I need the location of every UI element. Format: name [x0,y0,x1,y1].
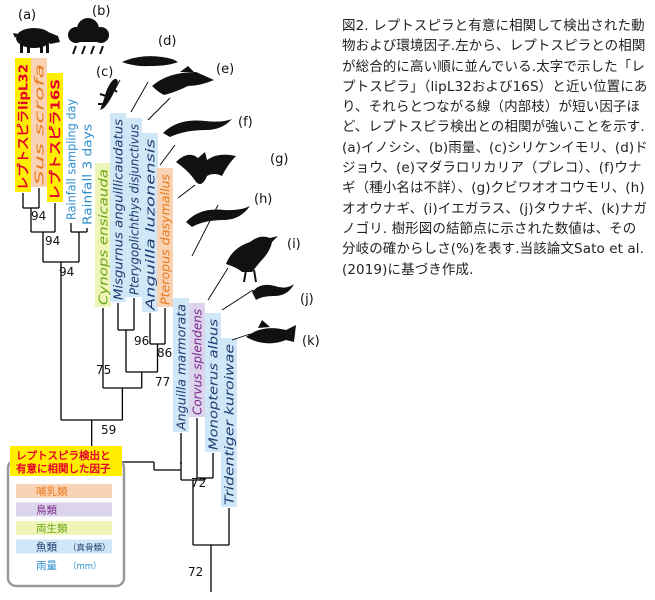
bootstrap-label: 94 [31,209,46,223]
bootstrap-label: 86 [157,346,172,360]
tip-label-bg [157,168,173,307]
tip-label-bg [31,58,47,187]
legend-swatch [16,484,112,498]
bootstrap-values: 94 94 94 75 96 86 77 59 72 72 [31,209,206,579]
bootstrap-label: 94 [59,265,74,279]
silhouette-letter: (d) [158,34,176,49]
legend-title-line1: レプトスピラ検出と [16,449,111,462]
swamp-eel-icon [252,284,294,300]
tip-label-bg [221,338,237,507]
legend-item: 哺乳類 [16,484,112,498]
tip-label: Rainfall 3 days [80,124,95,225]
legend-title-bg [10,446,122,476]
tip-label: レプトスピラlipL32 [16,64,31,190]
legend-item: 雨量 （mm） [36,560,102,572]
legend-label: 雨量 [36,560,57,572]
legend-item: 両生類 [16,521,112,535]
legend-note: （mm） [68,561,102,572]
tip-label: Monopterus albus [206,318,221,450]
bootstrap-label: 77 [155,375,170,389]
boar-icon [13,28,60,53]
tip-label: Tridentiger kuroiwae [222,344,237,505]
bootstrap-label: 94 [45,234,60,248]
tip-label-bg [205,313,221,452]
bootstrap-label: 59 [101,423,116,437]
legend-label: 鳥類 [36,504,57,517]
raincloud-icon [68,18,109,55]
tip-label: Pterygoplichthys disjunctivus [127,124,142,295]
legend-label: 哺乳類 [36,485,68,498]
bootstrap-label: 72 [188,565,203,579]
tip-label-bg [173,298,189,432]
tip-label-bg [189,303,205,417]
eel-icon [163,119,232,137]
silhouette-letter: (f) [238,115,253,130]
tip-label: Rainfall sampling day [64,98,79,220]
tip-label: Anguilla marmorata [174,304,189,431]
tip-label-bg [110,113,126,302]
bootstrap-label: 96 [134,334,149,348]
eel-icon [186,206,250,227]
crow-icon [226,236,278,283]
tip-label: Misgurnus anguillicaudatus [111,118,126,300]
newt-icon [98,78,118,110]
tip-label: Cynops ensicauda [96,169,111,305]
goby-icon [246,320,296,344]
silhouette-letter: (e) [216,62,234,77]
tip-label: Pteropus dasymallus [158,174,173,305]
bootstrap-label: 75 [96,363,111,377]
tip-label-bg [126,118,142,297]
tip-label-bg [142,133,158,312]
tip-label-bg [47,73,63,202]
legend-item: 魚類 （真骨類） [16,539,112,554]
silhouette-letter: (a) [18,8,36,23]
legend-title-line2: 有意に相関した因子 [16,462,111,475]
pleco-icon [152,66,214,95]
legend-swatch [16,521,112,535]
legend-label: 両生類 [36,522,68,535]
silhouette-letters: (a) (b) (c) (d) (e) (f) (g) (h) (i) (j) … [18,4,320,349]
tip-label-bg [95,163,111,307]
tip-label: Anguilla luzonensis [143,138,158,311]
silhouette-letter: (h) [254,192,272,207]
silhouette-letter: (j) [300,292,314,307]
tip-label: Sus scrofa [32,64,47,185]
figure-caption: 図2. レプトスピラと有意に相関して検出された動物および環境因子.左から、レプト… [342,18,649,278]
bootstrap-label: 72 [191,476,206,490]
silhouette-letter: (c) [96,65,113,80]
silhouettes [13,18,296,344]
tip-label-bg [15,58,31,192]
tip-label: レプトスピラ16S [48,79,63,200]
legend-swatch [16,502,112,517]
bat-icon [176,152,236,184]
legend-item: 鳥類 [16,502,112,517]
silhouette-letter: (b) [92,4,110,19]
silhouette-letter: (i) [287,237,301,252]
silhouette-letter: (g) [270,152,288,167]
loach-icon [122,56,178,67]
legend-note: （真骨類） [68,543,111,554]
legend-label: 魚類 [36,541,57,554]
silhouette-letter: (k) [302,334,320,349]
tip-label: Corvus splendens [190,309,205,415]
legend-swatch [16,539,112,554]
